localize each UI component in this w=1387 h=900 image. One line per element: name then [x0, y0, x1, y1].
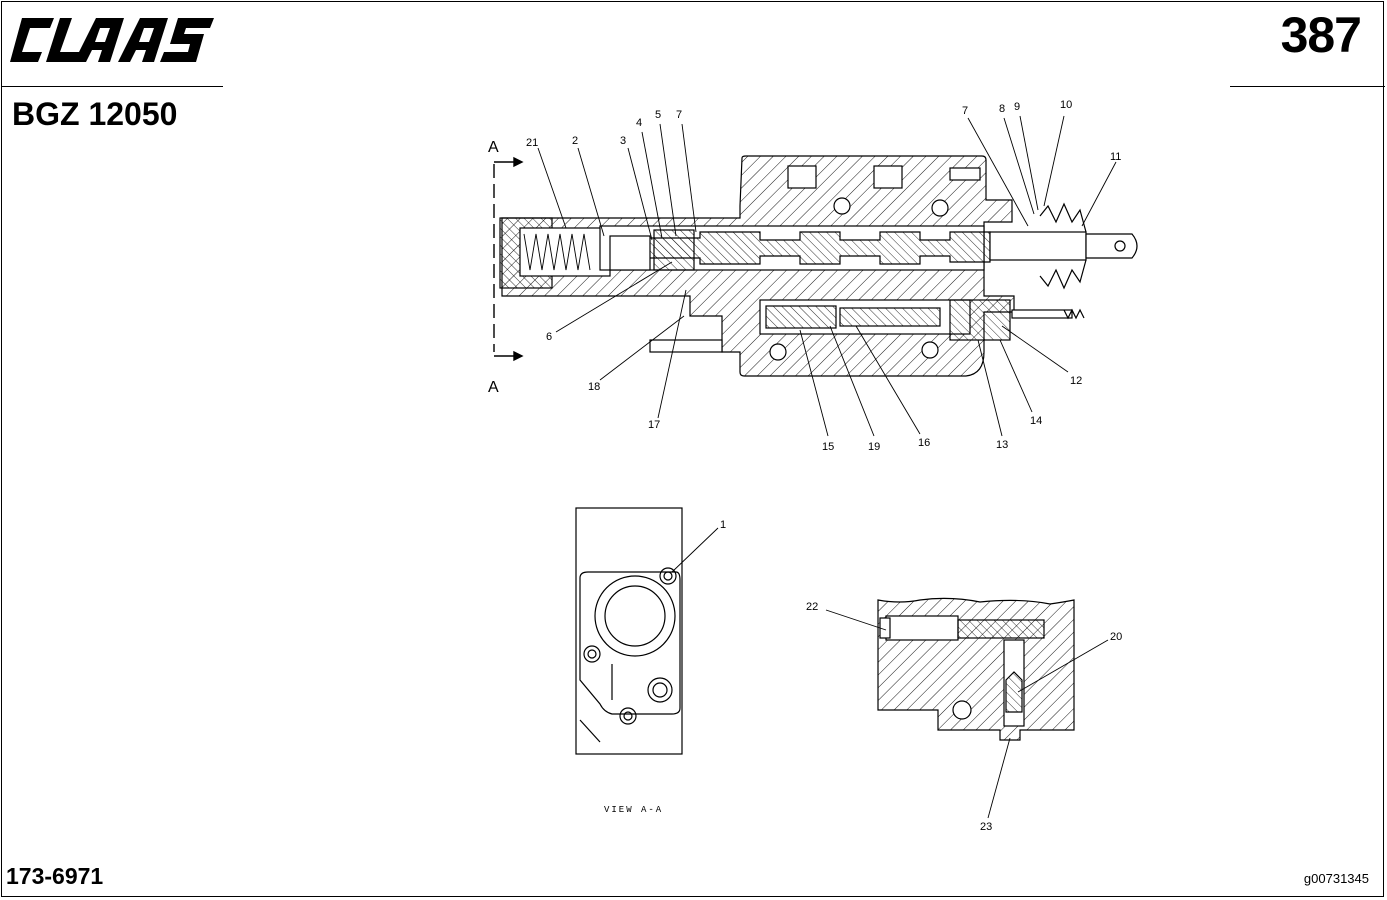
plunger	[989, 231, 1087, 261]
view-a-a	[575, 507, 719, 755]
callout-6: 6	[546, 331, 552, 343]
callout-2: 2	[572, 135, 578, 147]
callout-3: 3	[620, 135, 626, 147]
section-mark-bottom: A	[488, 379, 499, 396]
callout-21: 21	[526, 137, 538, 149]
callout-4: 4	[636, 117, 642, 129]
callout-14: 14	[1030, 415, 1042, 427]
model-title: BGZ 12050	[12, 96, 178, 132]
leader-lines-detail	[825, 609, 1109, 819]
callout-13: 13	[996, 439, 1008, 451]
spool	[639, 231, 991, 265]
callouts-main: 21 2 3 4 5 7 6 18 17 7 8 9 10 11 12 14 1…	[526, 99, 1121, 453]
claas-logo	[10, 18, 214, 62]
callout-11: 11	[1110, 151, 1121, 163]
rubber-boot	[1039, 202, 1087, 290]
section-mark	[493, 156, 524, 362]
header-rule-left	[1, 86, 223, 87]
callout-9: 9	[1014, 101, 1020, 113]
callout-7-left: 7	[676, 109, 682, 121]
detail-view	[877, 597, 1075, 741]
valve-section-view	[499, 155, 1138, 377]
detent-rod	[1011, 309, 1073, 319]
callout-19: 19	[868, 441, 880, 453]
callout-5: 5	[655, 109, 661, 121]
view-label: VIEW A-A	[604, 805, 663, 815]
callout-8: 8	[999, 103, 1005, 115]
callout-10: 10	[1060, 99, 1072, 111]
callout-17: 17	[648, 419, 660, 431]
callout-15: 15	[822, 441, 834, 453]
callout-23: 23	[980, 821, 992, 833]
section-mark-top: A	[488, 139, 499, 156]
callout-20: 20	[1110, 631, 1122, 643]
callout-22: 22	[806, 601, 818, 613]
leader-lines-main	[537, 115, 1117, 437]
callout-12: 12	[1070, 375, 1082, 387]
callout-16: 16	[918, 437, 930, 449]
image-reference: g00731345	[1303, 871, 1369, 886]
header-rule-right	[1230, 86, 1385, 87]
callout-7-right: 7	[962, 105, 968, 117]
callout-1: 1	[720, 519, 726, 531]
page-number: 387	[1280, 7, 1362, 63]
callout-18: 18	[588, 381, 600, 393]
part-number: 173-6971	[6, 863, 104, 889]
